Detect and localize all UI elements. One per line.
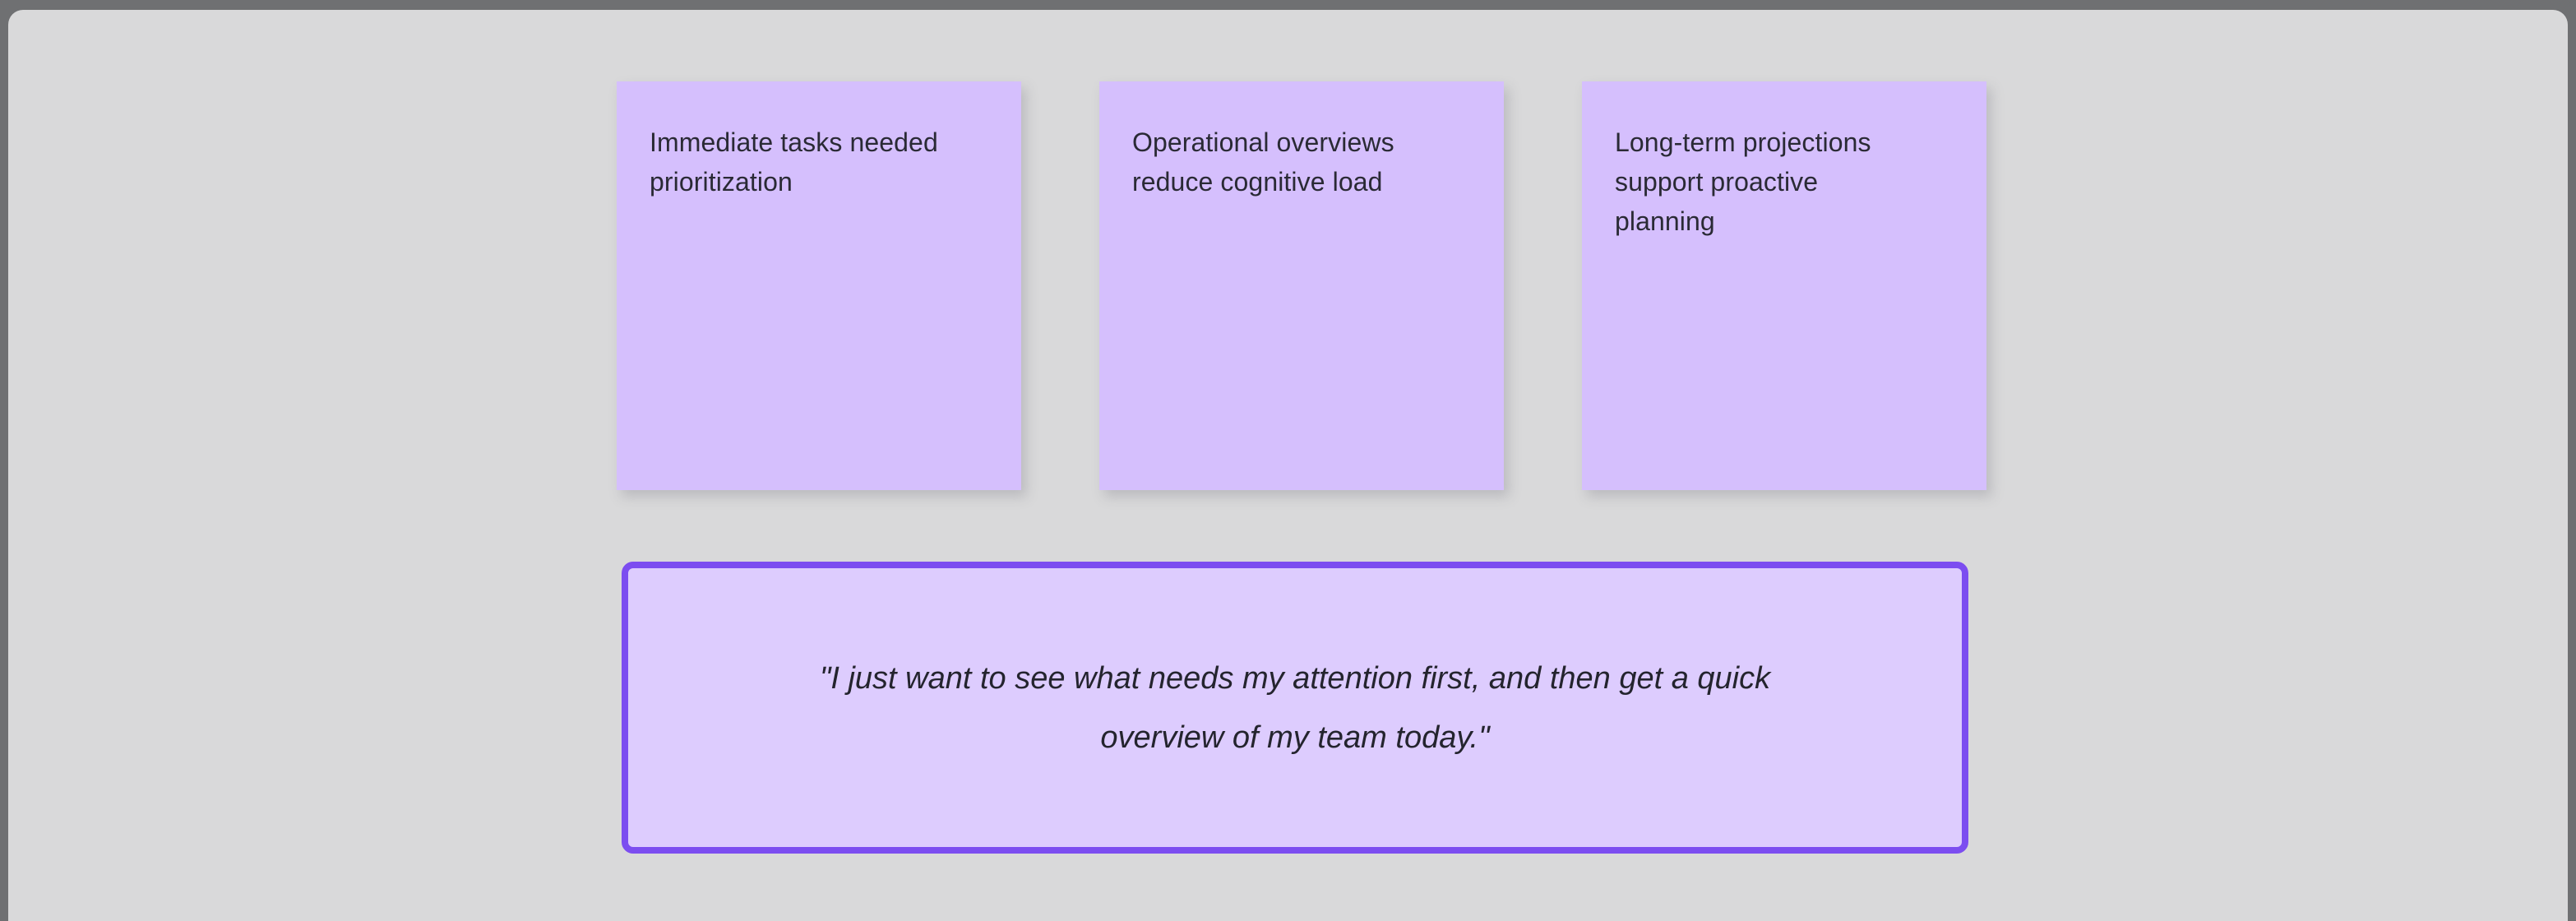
highlighted-quote-box[interactable]: "I just want to see what needs my attent… bbox=[622, 562, 1968, 854]
insight-card-text: Operational overviews reduce cognitive l… bbox=[1132, 127, 1394, 197]
insight-card-operational-overviews[interactable]: Operational overviews reduce cognitive l… bbox=[1099, 81, 1504, 490]
insight-card-text: Long-term projections support proactive … bbox=[1615, 127, 1871, 236]
quote-text: "I just want to see what needs my attent… bbox=[819, 660, 1771, 755]
board-canvas: Immediate tasks needed prioritization Op… bbox=[8, 10, 2568, 921]
insight-card-immediate-tasks[interactable]: Immediate tasks needed prioritization bbox=[617, 81, 1021, 490]
insight-cards-row: Immediate tasks needed prioritization Op… bbox=[617, 81, 1986, 490]
insight-card-text: Immediate tasks needed prioritization bbox=[650, 127, 938, 197]
insight-card-long-term-projections[interactable]: Long-term projections support proactive … bbox=[1582, 81, 1986, 490]
